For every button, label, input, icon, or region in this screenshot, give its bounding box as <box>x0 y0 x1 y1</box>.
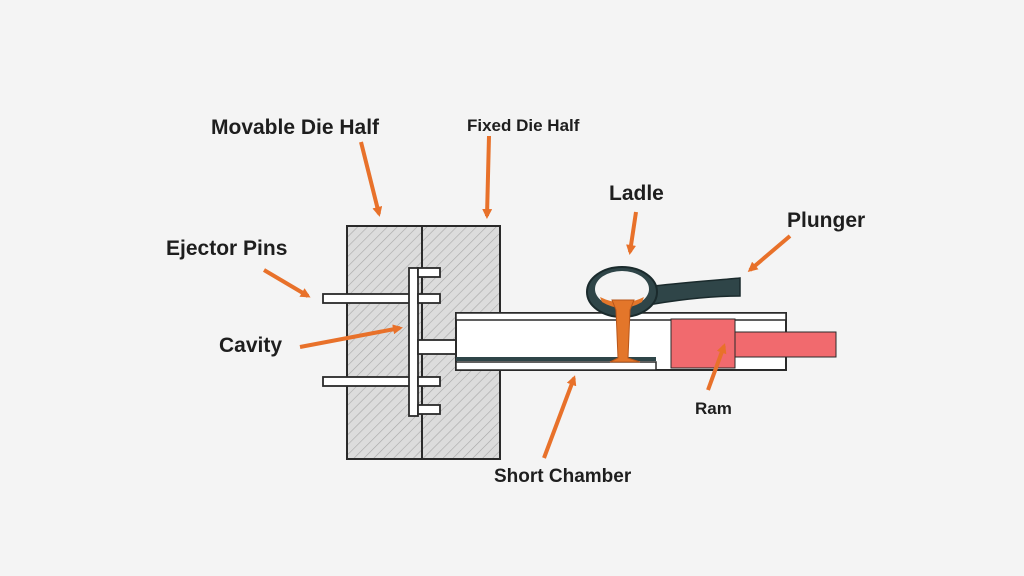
plunger-rod <box>734 331 837 358</box>
molten-metal <box>609 299 641 363</box>
plunger-label: Plunger <box>787 209 865 232</box>
cavity <box>408 267 459 417</box>
cavity-arrow <box>299 324 403 349</box>
fixed-die-half-arrow <box>482 135 493 219</box>
ram <box>670 318 736 369</box>
ram-label: Ram <box>695 399 732 418</box>
plunger-arrow <box>747 234 792 272</box>
movable-die-half-label: Movable Die Half <box>211 116 380 139</box>
ram-arrow <box>706 343 727 391</box>
ejector-pin-bottom <box>322 376 416 387</box>
ladle-label: Ladle <box>609 182 664 205</box>
cavity-label: Cavity <box>219 334 282 357</box>
movable-die-half-arrow <box>359 141 383 217</box>
ladle <box>586 266 741 318</box>
ejector-pins-arrow <box>262 268 311 298</box>
fixed-die-half-label: Fixed Die Half <box>467 116 580 135</box>
ejector-pins-label: Ejector Pins <box>166 237 287 260</box>
ejector-pin-top <box>322 293 416 304</box>
short-chamber-arrow <box>542 375 577 459</box>
ladle-arrow <box>626 211 638 255</box>
short-chamber-label: Short Chamber <box>494 466 632 487</box>
